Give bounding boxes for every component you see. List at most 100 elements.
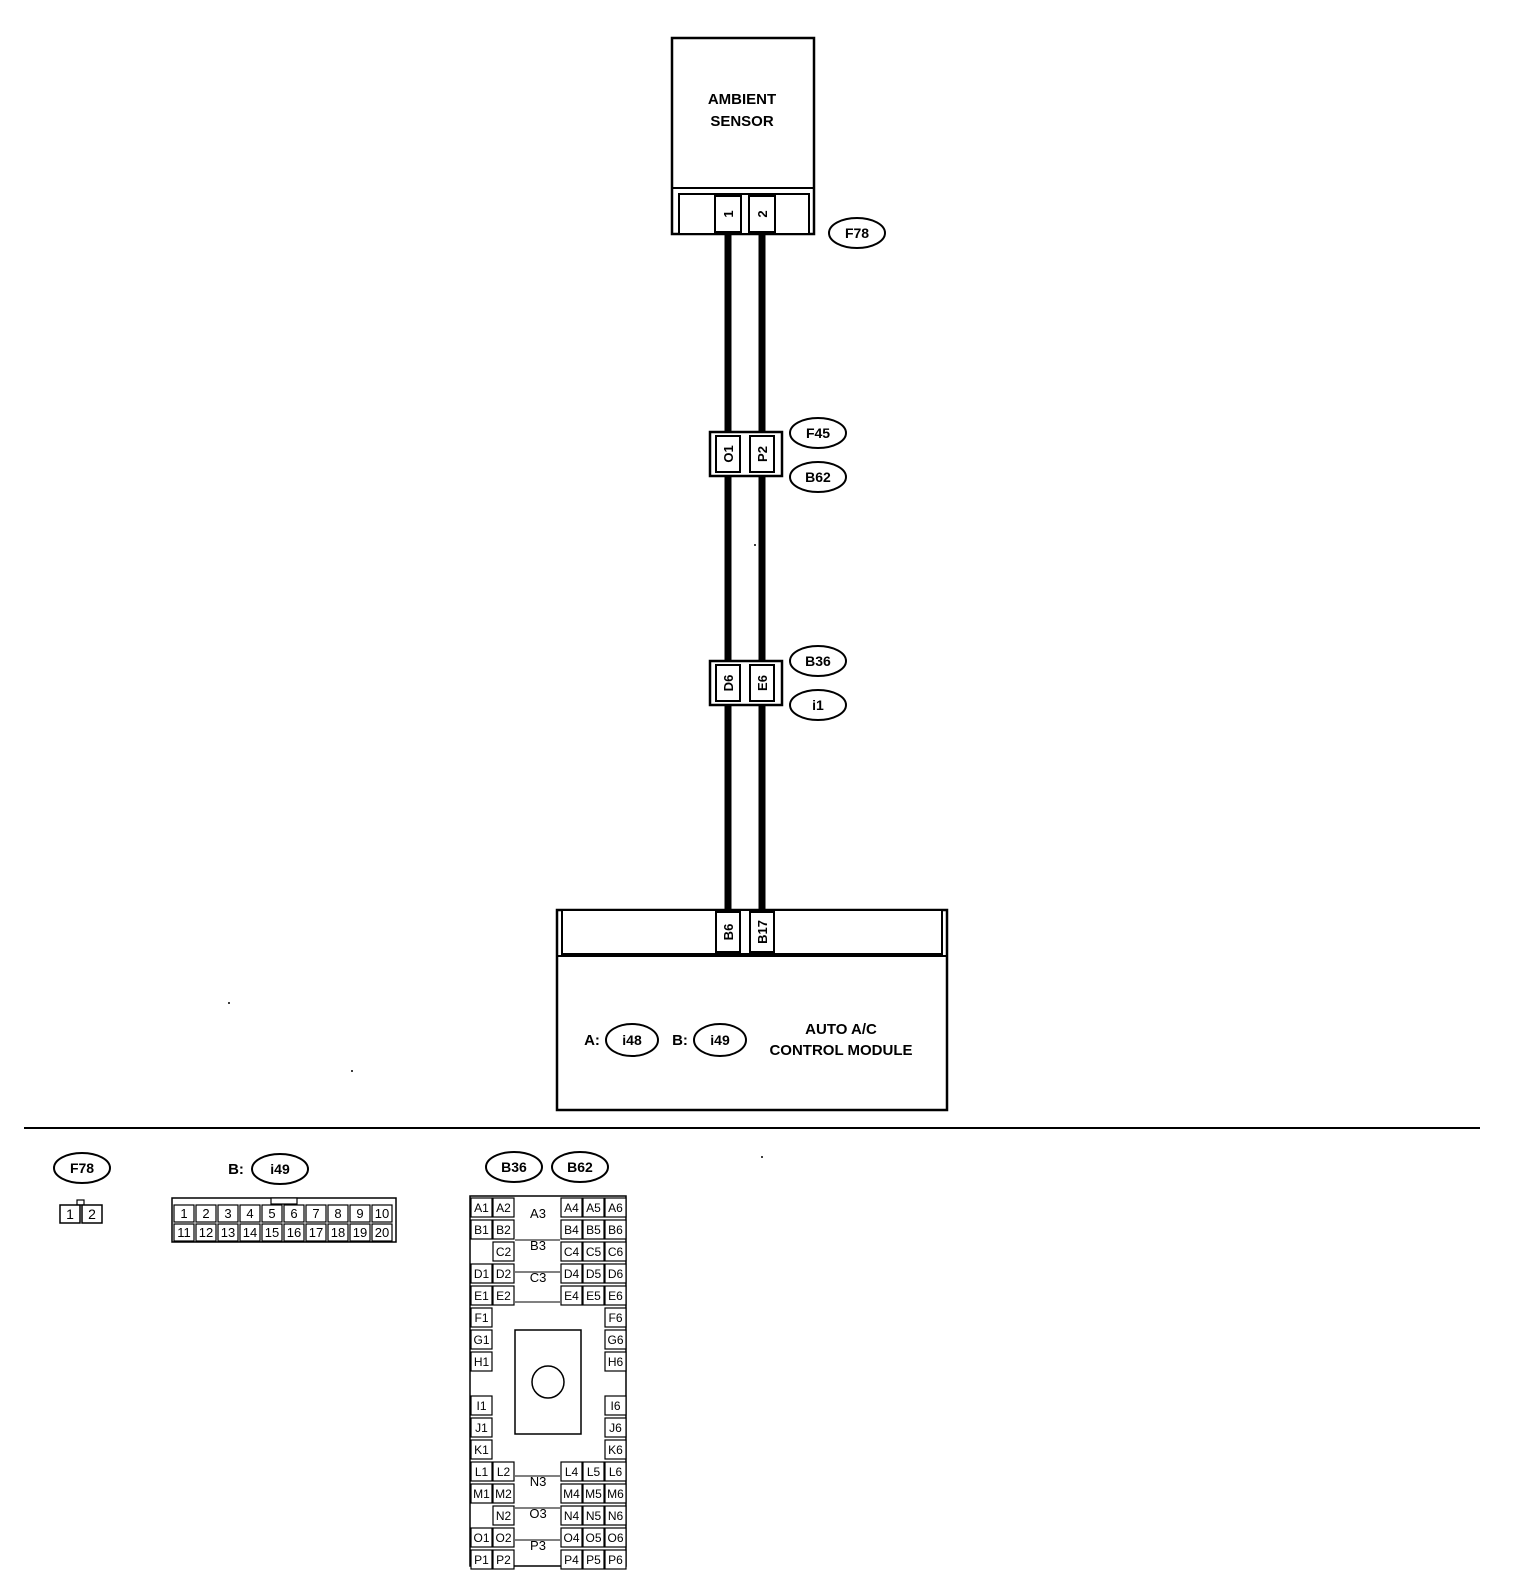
pin-cell (470, 1329, 493, 1350)
pin-cell (283, 1223, 305, 1242)
pin-cell (470, 1549, 493, 1570)
pin-label: 18 (331, 1225, 345, 1240)
pin-cell (582, 1505, 605, 1526)
pin-cell (582, 1241, 605, 1262)
pin-cell (604, 1351, 627, 1372)
pin-label: B2 (496, 1223, 511, 1237)
pin-label: L6 (609, 1465, 623, 1479)
pin-label: C6 (608, 1245, 624, 1259)
pin-label: 9 (356, 1206, 363, 1221)
pin-label: P5 (586, 1553, 601, 1567)
scan-dot (754, 544, 756, 546)
pin-cell (582, 1263, 605, 1284)
pin-label: B3 (530, 1238, 546, 1253)
b36-center-hole (531, 1365, 565, 1399)
scan-dot (228, 1002, 230, 1004)
pin-label: N2 (496, 1509, 512, 1523)
pin-cell (470, 1197, 493, 1218)
pin-cell (195, 1204, 217, 1223)
pin-cell (261, 1204, 283, 1223)
pin-label: M6 (607, 1487, 624, 1501)
pin-label: F1 (474, 1311, 488, 1325)
pin-label: N6 (608, 1509, 624, 1523)
pin-label: 1 (180, 1206, 187, 1221)
pin-cell (560, 1505, 583, 1526)
pin-cell (492, 1483, 515, 1504)
pin-label: 13 (221, 1225, 235, 1240)
pin-cell (604, 1549, 627, 1570)
pin-cell (470, 1219, 493, 1240)
prefix-b: B: (672, 1032, 688, 1049)
module-pin-b6 (715, 911, 741, 953)
pin-label: 4 (246, 1206, 253, 1221)
connector-b36-bubble: B36 (789, 645, 847, 677)
pin-label: M5 (585, 1487, 602, 1501)
pin-label: O2 (495, 1531, 511, 1545)
pin-label: E6 (608, 1289, 623, 1303)
svg-text:B36: B36 (805, 653, 831, 669)
module-pin-b17 (749, 911, 775, 953)
pin-label: F6 (608, 1311, 622, 1325)
legend-i49-title: i49 (270, 1161, 290, 1177)
pin-cell (582, 1549, 605, 1570)
prefix-a: A: (584, 1032, 600, 1049)
pin-label: A1 (474, 1201, 489, 1215)
pin-label: C2 (496, 1245, 512, 1259)
pin-label: C4 (564, 1245, 580, 1259)
pin-cell (582, 1285, 605, 1306)
pin-label: N4 (564, 1509, 580, 1523)
pin-label: E5 (586, 1289, 601, 1303)
pin-cell (560, 1285, 583, 1306)
pin-cell (470, 1395, 493, 1416)
pin-cell (582, 1483, 605, 1504)
pin-label: P1 (474, 1553, 489, 1567)
pin-cell (349, 1204, 371, 1223)
pin-label: A5 (586, 1201, 601, 1215)
pin-cell (604, 1395, 627, 1416)
pin-label: C5 (586, 1245, 602, 1259)
legend-b62-title: B62 (567, 1159, 593, 1175)
pin-d6-label: D6 (721, 675, 736, 692)
pin-cell (560, 1483, 583, 1504)
pin-cell (560, 1461, 583, 1482)
pin-label: A6 (608, 1201, 623, 1215)
svg-text:B62: B62 (805, 469, 831, 485)
pin-label: D6 (608, 1267, 624, 1281)
pin-cell (283, 1204, 305, 1223)
pin-cell (349, 1223, 371, 1242)
pin-label: O6 (607, 1531, 623, 1545)
pin-label: B1 (474, 1223, 489, 1237)
pin-label: P4 (564, 1553, 579, 1567)
pin-label: J6 (609, 1421, 622, 1435)
pin-label: 17 (309, 1225, 323, 1240)
pin-cell (582, 1219, 605, 1240)
pin-label: E2 (496, 1289, 511, 1303)
pin-cell (470, 1285, 493, 1306)
sensor-label-line2: SENSOR (710, 113, 774, 130)
pin-label: 12 (199, 1225, 213, 1240)
pin-label: G6 (607, 1333, 623, 1347)
legend-f78-pin-2: 2 (88, 1206, 96, 1222)
pin-label: O5 (585, 1531, 601, 1545)
pin-label: 6 (290, 1206, 297, 1221)
pin-label: B6 (608, 1223, 623, 1237)
pin-label: I1 (476, 1399, 486, 1413)
pin-label: D4 (564, 1267, 580, 1281)
connector-f45-bubble: F45 (789, 417, 847, 449)
pin-label: D1 (474, 1267, 490, 1281)
module-label-line1: AUTO A/C (805, 1021, 877, 1038)
pin-cell (582, 1461, 605, 1482)
sensor-pin-2 (748, 195, 776, 233)
pin-label: E1 (474, 1289, 489, 1303)
sensor-pin-1-label: 1 (721, 210, 736, 217)
pin-cell (604, 1417, 627, 1438)
connector-i48-label: i48 (622, 1032, 642, 1048)
pin-o1-label: O1 (721, 445, 736, 462)
pin-label: 14 (243, 1225, 257, 1240)
pin-cell (239, 1223, 261, 1242)
pin-cell (492, 1461, 515, 1482)
